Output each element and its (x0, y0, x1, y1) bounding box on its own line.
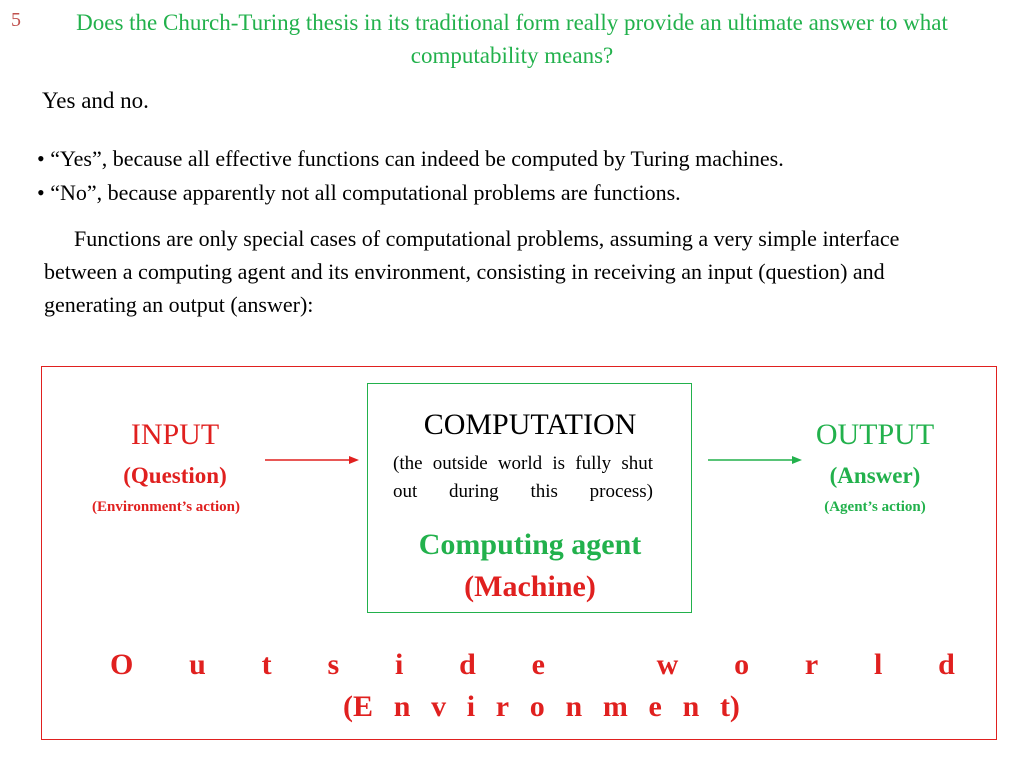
outside-letter: O (110, 648, 134, 681)
environment-letter: n (393, 690, 411, 723)
environment-letter: i (466, 690, 476, 723)
outside-world-label: O u t s i d e w o r l d (110, 648, 955, 682)
outside-letter: d (938, 648, 955, 681)
input-title: INPUT (130, 418, 220, 451)
environment-letter: v (431, 690, 447, 723)
outside-letter: w (656, 648, 679, 681)
outside-letter: s (327, 648, 340, 681)
outside-letter: r (804, 648, 819, 681)
environment-letter: m (602, 690, 628, 723)
outside-letter: d (459, 648, 476, 681)
output-note: (Agent’s action) (824, 499, 926, 515)
outside-letter: o (734, 648, 750, 681)
outside-letter: t (261, 648, 272, 681)
output-arrow (708, 456, 802, 464)
intro-text: Yes and no. (42, 88, 149, 113)
computation-title: COMPUTATION (423, 408, 637, 441)
environment-letter: t) (719, 690, 740, 723)
outside-letter: l (874, 648, 883, 681)
computation-box (367, 383, 692, 613)
environment-letter: n (682, 690, 700, 723)
outside-letter: u (189, 648, 206, 681)
environment-box (41, 366, 997, 740)
output-title: OUTPUT (815, 418, 935, 451)
output-subtitle: (Answer) (829, 463, 921, 488)
outside-letter: i (394, 648, 404, 681)
slide-title: Does the Church-Turing thesis in its tra… (76, 10, 948, 68)
input-arrow (265, 456, 359, 464)
input-note: (Environment’s action) (92, 499, 240, 515)
environment-letter: e (648, 690, 662, 723)
environment-letter: o (529, 690, 545, 723)
environment-letter: n (565, 690, 583, 723)
slide-number: 5 (11, 9, 21, 31)
environment-letter: r (495, 690, 510, 723)
outside-letter: e (531, 648, 545, 681)
bullet-yes: • “Yes”, because all effective functions… (37, 146, 784, 171)
machine-label: (Machine) (464, 570, 596, 603)
bullet-no: • “No”, because apparently not all compu… (37, 180, 681, 205)
computation-note: (the outside world is fully shut out dur… (393, 453, 653, 502)
body-paragraph: Functions are only special cases of comp… (44, 226, 900, 317)
computing-agent-label: Computing agent (418, 528, 642, 561)
environment-letter: (E (343, 690, 373, 723)
input-subtitle: (Question) (123, 463, 227, 488)
environment-label: (E n v i r o n m e n t) (343, 690, 740, 724)
